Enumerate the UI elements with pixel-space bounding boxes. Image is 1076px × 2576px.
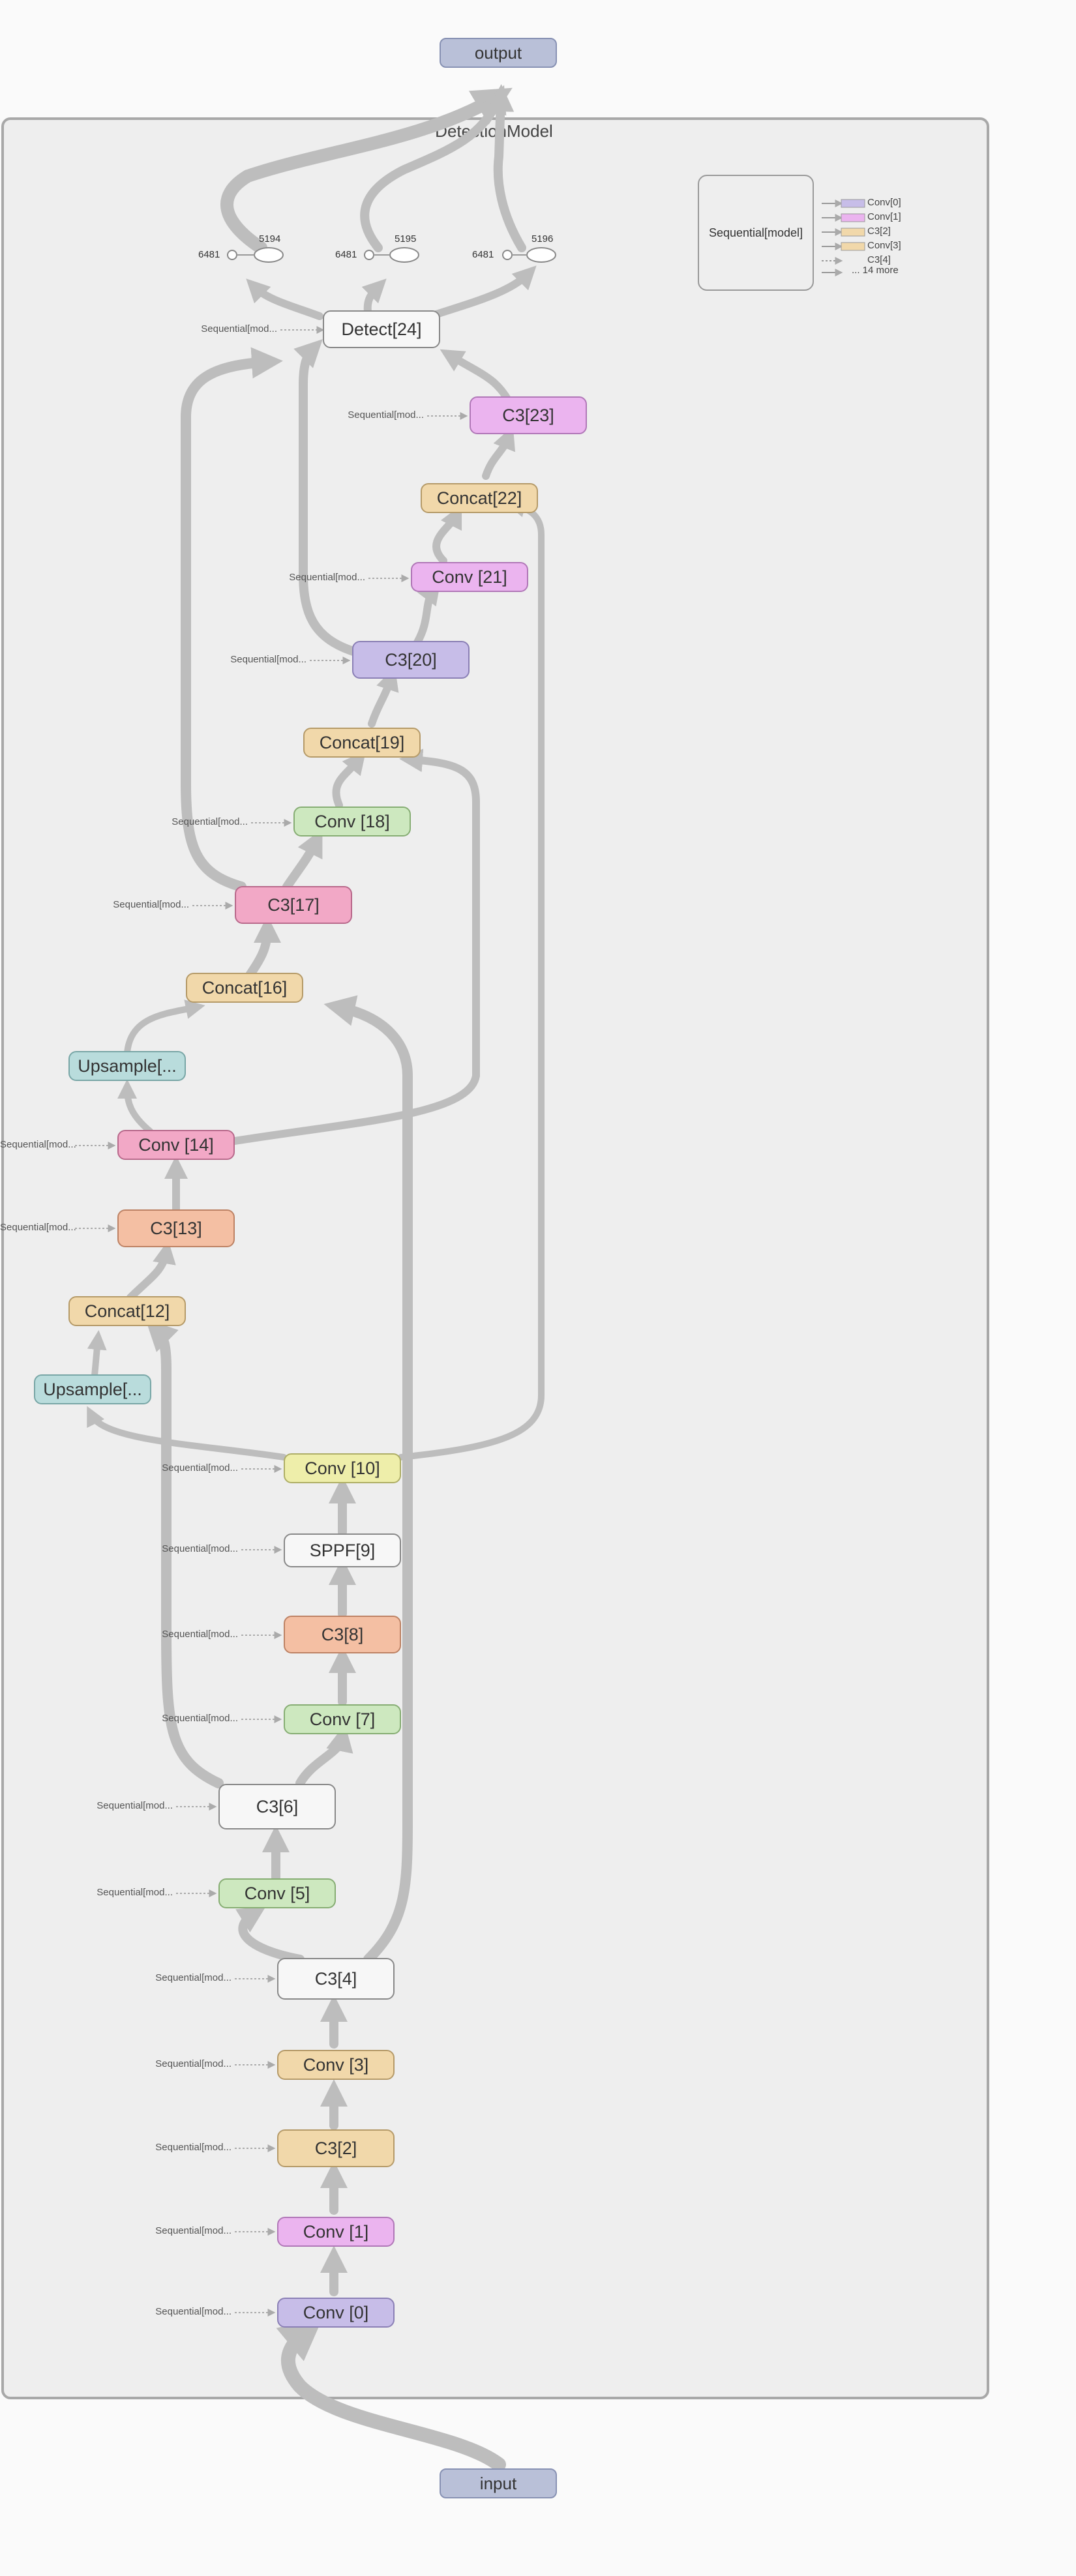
edge-detect24-5196 xyxy=(426,265,537,320)
node-c3_2[interactable]: C3[2] xyxy=(277,2129,395,2167)
circle-6481-c xyxy=(502,250,513,260)
edge-conv21-concat22 xyxy=(432,504,462,565)
edge-input-conv0 xyxy=(276,2317,506,2472)
node-conv14[interactable]: Conv [14] xyxy=(117,1130,235,1160)
edge-c3_20-detect24 xyxy=(293,339,360,657)
node-c3_17[interactable]: C3[17] xyxy=(235,886,352,924)
num-6481-a: 6481 xyxy=(198,249,220,260)
num-5194: 5194 xyxy=(259,233,281,244)
node-conv3[interactable]: Conv [3] xyxy=(277,2050,395,2080)
edge-c3_17-detect24 xyxy=(181,347,283,892)
seq-label-c3_17: Sequential[mod... xyxy=(113,899,189,910)
edge-concat19-c3_20 xyxy=(368,666,399,728)
num-6481-b: 6481 xyxy=(335,249,357,260)
node-conv5[interactable]: Conv [5] xyxy=(218,1878,336,1908)
legend-item-1: Conv[1] xyxy=(867,211,901,222)
seq-label-conv21: Sequential[mod... xyxy=(289,572,365,583)
node-conv0[interactable]: Conv [0] xyxy=(277,2298,395,2328)
seq-label-conv0: Sequential[mod... xyxy=(155,2306,232,2317)
circle-6481-a xyxy=(227,250,237,260)
seq-label-c3_23: Sequential[mod... xyxy=(348,409,424,421)
output-node[interactable]: output xyxy=(440,38,557,68)
node-concat16[interactable]: Concat[16] xyxy=(186,973,303,1003)
edge-c3_6-concat12 xyxy=(145,1319,224,1788)
legend-item-5: ... 14 more xyxy=(852,265,899,276)
seq-label-conv18: Sequential[mod... xyxy=(172,816,248,827)
seq-label-c3_4: Sequential[mod... xyxy=(155,1972,232,1983)
node-conv18[interactable]: Conv [18] xyxy=(293,807,411,836)
node-c3_13[interactable]: C3[13] xyxy=(117,1209,235,1247)
node-conv7[interactable]: Conv [7] xyxy=(284,1704,401,1734)
seq-label-conv3: Sequential[mod... xyxy=(155,2058,232,2069)
input-node[interactable]: input xyxy=(440,2468,557,2498)
edge-5196-output xyxy=(486,84,526,252)
edge-conv10-upsample11 xyxy=(87,1406,287,1460)
node-upsample15[interactable]: Upsample[... xyxy=(68,1051,186,1081)
node-upsample11[interactable]: Upsample[... xyxy=(34,1374,151,1404)
edge-c3_17-conv18 xyxy=(282,829,323,891)
ellipse-5196 xyxy=(526,247,556,263)
edge-concat22-c3_23 xyxy=(482,426,516,480)
edge-concat12-c3_13 xyxy=(127,1240,176,1301)
node-c3_4[interactable]: C3[4] xyxy=(277,1958,395,2000)
edge-upsample11-concat12 xyxy=(87,1330,107,1379)
edge-conv18-concat19 xyxy=(332,750,366,809)
edge-c3_20-conv21 xyxy=(413,580,441,646)
node-concat19[interactable]: Concat[19] xyxy=(303,728,421,758)
edge-conv10-concat22 xyxy=(398,498,545,1460)
seq-label-c3_20: Sequential[mod... xyxy=(230,654,306,665)
node-concat12[interactable]: Concat[12] xyxy=(68,1296,186,1326)
legend-item-4: C3[4] xyxy=(867,254,891,265)
seq-label-c3_6: Sequential[mod... xyxy=(97,1800,173,1811)
node-c3_8[interactable]: C3[8] xyxy=(284,1616,401,1653)
seq-label-detect24: Sequential[mod... xyxy=(201,323,277,334)
legend-item-3: Conv[3] xyxy=(867,240,901,251)
edge-concat16-c3_17 xyxy=(243,915,281,983)
seq-label-conv14: Sequential[mod... xyxy=(0,1139,76,1150)
node-c3_6[interactable]: C3[6] xyxy=(218,1784,336,1829)
edge-upsample15-concat16 xyxy=(124,999,205,1056)
seq-label-conv10: Sequential[mod... xyxy=(162,1462,238,1473)
num-5195: 5195 xyxy=(395,233,417,244)
seq-label-c3_2: Sequential[mod... xyxy=(155,2142,232,2153)
node-c3_23[interactable]: C3[23] xyxy=(470,396,587,434)
node-conv21[interactable]: Conv [21] xyxy=(411,562,528,592)
edge-conv14-concat19 xyxy=(231,748,480,1145)
edge-detect24-5194 xyxy=(246,278,323,320)
edge-conv14-upsample15 xyxy=(117,1079,153,1134)
legend-item-2: C3[2] xyxy=(867,226,891,237)
edge-5195-output xyxy=(360,85,507,252)
edge-5194-output xyxy=(220,87,513,254)
node-sppf9[interactable]: SPPF[9] xyxy=(284,1533,401,1567)
seq-label-conv5: Sequential[mod... xyxy=(97,1887,173,1898)
seq-label-conv1: Sequential[mod... xyxy=(155,2225,232,2236)
legend-item-0: Conv[0] xyxy=(867,197,901,208)
node-conv10[interactable]: Conv [10] xyxy=(284,1453,401,1483)
seq-label-conv7: Sequential[mod... xyxy=(162,1713,238,1724)
num-6481-c: 6481 xyxy=(472,249,494,260)
node-c3_20[interactable]: C3[20] xyxy=(352,641,470,679)
edge-c3_4-concat16 xyxy=(323,995,413,1964)
seq-label-c3_13: Sequential[mod... xyxy=(0,1222,76,1233)
edge-c3_4-conv5 xyxy=(235,1906,305,1964)
seq-label-c3_8: Sequential[mod... xyxy=(162,1629,238,1640)
legend-sequential-model[interactable]: Sequential[model] xyxy=(698,175,814,291)
node-detect24[interactable]: Detect[24] xyxy=(323,310,440,348)
seq-label-sppf9: Sequential[mod... xyxy=(162,1543,238,1554)
node-conv1[interactable]: Conv [1] xyxy=(277,2217,395,2247)
node-concat22[interactable]: Concat[22] xyxy=(421,483,538,513)
edge-c3_6-conv7 xyxy=(295,1724,353,1788)
circle-6481-b xyxy=(364,250,374,260)
ellipse-5195 xyxy=(389,247,419,263)
ellipse-5194 xyxy=(254,247,284,263)
num-5196: 5196 xyxy=(531,233,554,244)
edge-c3_23-detect24 xyxy=(440,349,513,405)
